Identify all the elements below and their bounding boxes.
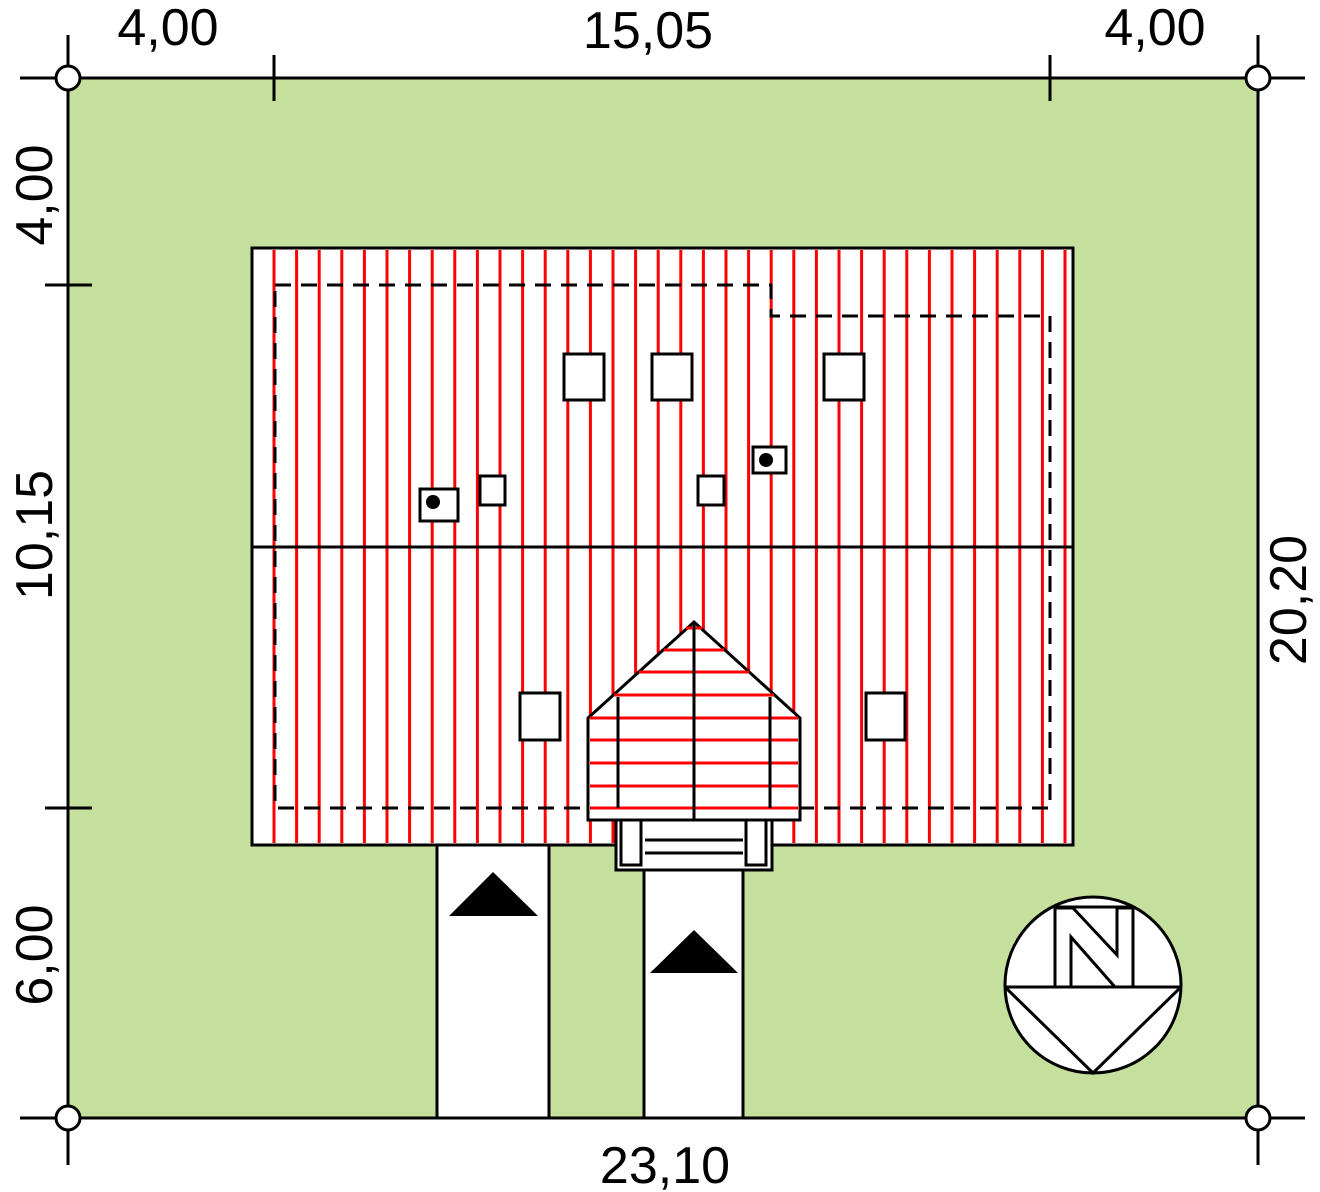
dim-top-middle: 15,05 [583, 2, 713, 60]
driveway-left [435, 843, 551, 1120]
driveway-right [642, 866, 745, 1120]
dim-left-bottom: 6,00 [6, 904, 64, 1005]
dim-left-top: 4,00 [6, 144, 64, 245]
wall-outline-dashed [273, 283, 1052, 810]
corner-markers [54, 64, 1272, 1132]
roof-windows [518, 352, 907, 742]
north-arrow-icon [1003, 895, 1183, 1076]
triangle-up-icon [449, 872, 538, 916]
dim-bottom: 23,10 [600, 1137, 730, 1192]
dim-left-middle: 10,15 [6, 470, 64, 600]
vent-dot [759, 453, 773, 467]
dim-right: 20,20 [1260, 535, 1318, 665]
dim-top-left: 4,00 [117, 0, 218, 57]
entry-steps [614, 818, 774, 872]
dim-top-right: 4,00 [1104, 0, 1205, 57]
porch [586, 619, 802, 822]
triangle-up-icon [650, 930, 738, 973]
vent-dot [426, 495, 440, 509]
